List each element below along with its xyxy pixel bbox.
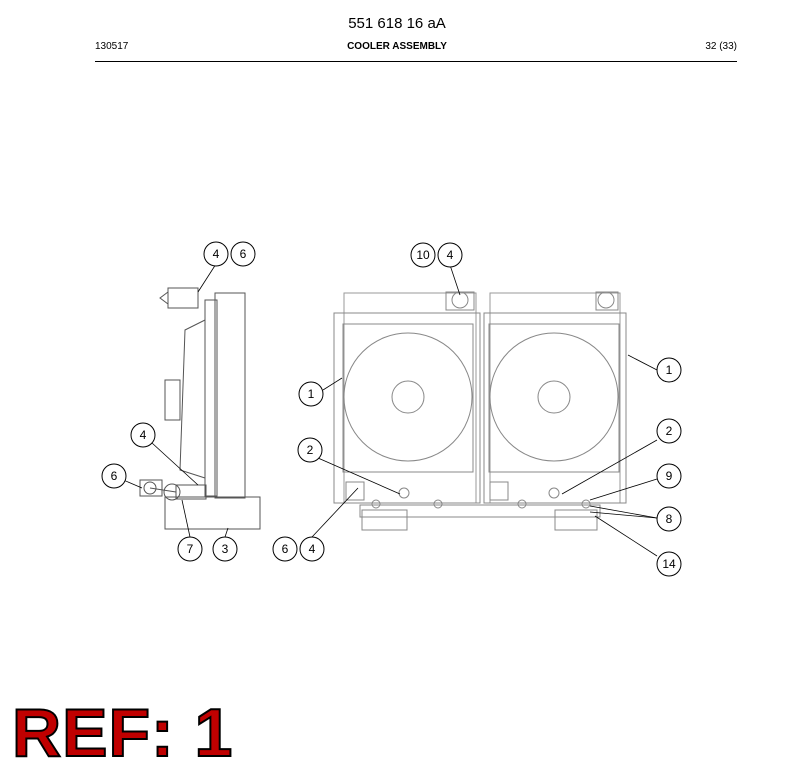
callouts: 4 6 10 4 1 4 2 6 1 2 9 8 7 3 6 4 14 xyxy=(101,241,682,577)
date-code: 130517 xyxy=(95,41,129,52)
callout-bubble xyxy=(297,437,323,463)
callout-bubble xyxy=(272,536,298,562)
callout-bubble xyxy=(212,536,238,562)
callout-bubble xyxy=(203,241,229,267)
callout-bubble xyxy=(656,506,682,532)
callout-bubble xyxy=(437,242,463,268)
header-rule xyxy=(95,61,737,62)
side-view xyxy=(139,287,261,530)
callout-label: 1 xyxy=(666,363,673,377)
reference-label: REF: 1 xyxy=(11,694,234,772)
callout-bubble xyxy=(410,242,436,268)
callout-label: 6 xyxy=(111,469,118,483)
leader-lines xyxy=(113,263,658,557)
callout-bubble xyxy=(298,381,324,407)
callout-label: 4 xyxy=(213,247,220,261)
callout-bubble xyxy=(299,536,325,562)
callout-bubble xyxy=(656,418,682,444)
section-title: COOLER ASSEMBLY xyxy=(347,41,447,52)
page-number: 32 (33) xyxy=(705,41,737,52)
callout-label: 6 xyxy=(240,247,247,261)
callout-label: 1 xyxy=(308,387,315,401)
callout-bubble xyxy=(656,357,682,383)
callout-label: 2 xyxy=(666,424,673,438)
callout-label: 4 xyxy=(447,248,454,262)
callout-label: 10 xyxy=(416,248,430,262)
callout-bubble xyxy=(101,463,127,489)
callout-bubble xyxy=(230,241,256,267)
callout-bubble xyxy=(177,536,203,562)
callout-label: 7 xyxy=(187,542,194,556)
callout-bubble xyxy=(656,551,682,577)
callout-bubble xyxy=(656,463,682,489)
callout-bubble xyxy=(130,422,156,448)
front-view xyxy=(333,291,627,531)
callout-label: 3 xyxy=(222,542,229,556)
document-number: 551 618 16 aA xyxy=(348,15,446,32)
callout-label: 4 xyxy=(140,428,147,442)
callout-label: 4 xyxy=(309,542,316,556)
callout-label: 14 xyxy=(662,557,676,571)
callout-label: 2 xyxy=(307,443,314,457)
callout-label: 6 xyxy=(282,542,289,556)
callout-label: 9 xyxy=(666,469,673,483)
callout-label: 8 xyxy=(666,512,673,526)
